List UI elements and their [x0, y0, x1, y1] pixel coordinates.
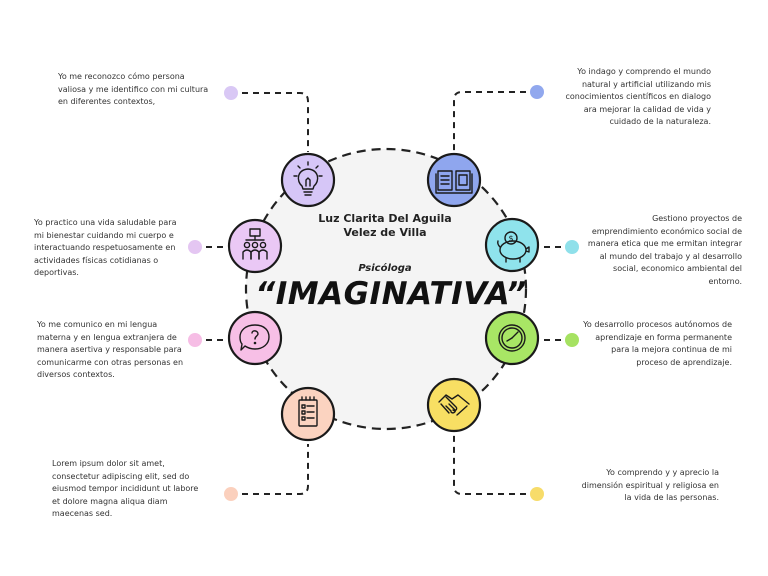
dot-n4	[565, 240, 579, 254]
description-n2: Yo indago y comprendo el mundo natural y…	[565, 67, 711, 127]
checklist-icon	[298, 396, 318, 427]
svg-text:$: $	[508, 234, 513, 243]
open-book-icon	[435, 170, 473, 194]
dot-n2	[530, 85, 544, 99]
description-n7: Lorem ipsum dolor sit amet, consectetur …	[52, 459, 199, 519]
person-name: Luz Clarita Del Aguila Velez de Villa	[318, 212, 452, 239]
node-n4	[484, 217, 540, 273]
piggy-bank-icon: $	[497, 231, 530, 263]
description-n3: Yo practico una vida saludable para mi b…	[34, 218, 177, 278]
center-circle	[244, 147, 528, 431]
node-n3	[227, 218, 283, 274]
speech-question-icon	[239, 324, 270, 351]
node-n1	[280, 152, 336, 208]
connector-n1	[231, 92, 309, 152]
description-n6: Yo desarrollo procesos autónomos de apre…	[583, 320, 732, 367]
dot-n3	[188, 240, 202, 254]
connector-n7	[231, 444, 309, 495]
handshake-icon	[438, 394, 470, 416]
dot-n8	[530, 487, 544, 501]
description-n8: Yo comprendo y y aprecio la dimensión es…	[581, 468, 719, 503]
description-n5: Yo me comunico en mi lengua materna y en…	[37, 320, 184, 380]
dot-n1	[224, 86, 238, 100]
dot-n6	[565, 333, 579, 347]
main-title: “IMAGINATIVA”	[255, 276, 527, 312]
dot-n7	[224, 487, 238, 501]
team-icon	[242, 228, 268, 260]
connector-n2	[453, 91, 537, 152]
profession-label: Psicóloga	[358, 263, 412, 274]
connector-n8	[453, 434, 537, 495]
dot-n5	[188, 333, 202, 347]
clock-icon	[498, 324, 526, 352]
description-n1: Yo me reconozco cómo persona valiosa y m…	[58, 72, 209, 107]
node-n7	[280, 386, 336, 442]
description-n4: Gestiono proyectos de emprendimiento eco…	[587, 214, 742, 286]
lightbulb-icon	[293, 161, 323, 196]
